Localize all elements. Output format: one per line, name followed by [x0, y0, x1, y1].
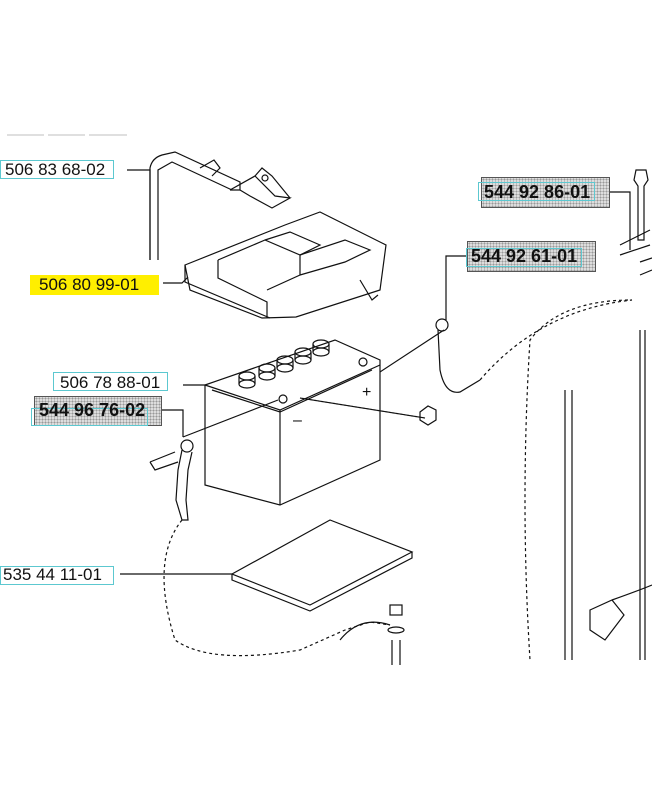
part-shade-box [34, 396, 162, 426]
part-link-box[interactable] [31, 408, 148, 426]
battery-pad-edge [231, 552, 413, 612]
battery-pad [230, 519, 414, 606]
part-highlight [30, 275, 159, 295]
positive-bolt-axis [379, 329, 445, 373]
battery-plus-mark: + [362, 384, 372, 401]
ground-bolt [387, 604, 405, 665]
battery-caps [238, 339, 330, 389]
part-link-box[interactable] [53, 372, 168, 391]
part-link-box[interactable] [478, 182, 595, 201]
part-label-544-92-86-01[interactable]: 544 92 86-01 [484, 182, 591, 202]
battery-cover [184, 211, 387, 319]
nut-axis [299, 397, 426, 419]
part-link-box[interactable] [466, 248, 582, 267]
negative-cable [149, 439, 391, 657]
battery-bracket [149, 151, 292, 260]
part-label-544-96-76-02[interactable]: 544 96 76-02 [39, 400, 146, 420]
part-label-506-78-88-01[interactable]: 506 78 88-01 [60, 373, 161, 392]
battery [204, 339, 381, 506]
negative-bolt-axis [182, 399, 279, 438]
battery-minus-mark: – [293, 412, 302, 429]
part-label-544-92-61-01[interactable]: 544 92 61-01 [471, 246, 578, 266]
part-label-506-80-99-01[interactable]: 506 80 99-01 [39, 275, 140, 294]
part-link-box[interactable] [0, 566, 114, 585]
nut [419, 405, 437, 426]
positive-cable [435, 299, 633, 661]
part-label-506-83-68-02[interactable]: 506 83 68-02 [5, 160, 106, 179]
part-label-535-44-11-01[interactable]: 535 44 11-01 [3, 565, 102, 584]
starter-solenoid [564, 169, 652, 660]
part-link-box[interactable] [0, 160, 114, 179]
leader-lines [120, 169, 631, 575]
